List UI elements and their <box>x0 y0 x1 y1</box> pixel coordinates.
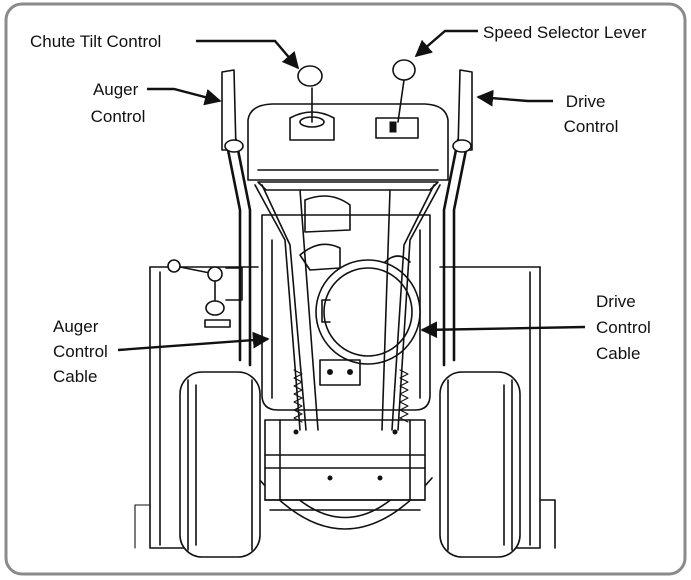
snowblower-illustration <box>134 59 556 558</box>
callout-pointers <box>117 29 586 352</box>
label-drive-control: Drive Control <box>564 92 619 136</box>
right-tire <box>439 371 521 558</box>
label-auger-control-cable: Auger Control Cable <box>53 317 113 386</box>
left-tire <box>179 371 261 558</box>
frame-lower <box>264 419 426 501</box>
pointer-drive-cable <box>420 321 586 339</box>
speed-selector-knob <box>392 59 416 81</box>
label-speed-selector-lever: Speed Selector Lever <box>483 23 647 42</box>
label-drive-control-cable: Drive Control Cable <box>596 292 656 363</box>
label-auger-control: Auger Control <box>91 80 146 126</box>
pointer-chute-tilt <box>196 39 300 70</box>
engine-recoil <box>315 259 421 365</box>
pointer-speed-selector <box>414 29 478 58</box>
label-chute-tilt-control: Chute Tilt Control <box>30 32 161 51</box>
chute-tilt-knob <box>297 65 323 87</box>
pointer-auger-cable <box>117 331 270 352</box>
pointer-auger-control <box>147 87 222 106</box>
auger-cable-spring <box>293 369 303 423</box>
control-panel <box>247 103 449 181</box>
pointer-drive-control <box>476 89 553 107</box>
drive-cable-spring <box>399 369 409 423</box>
